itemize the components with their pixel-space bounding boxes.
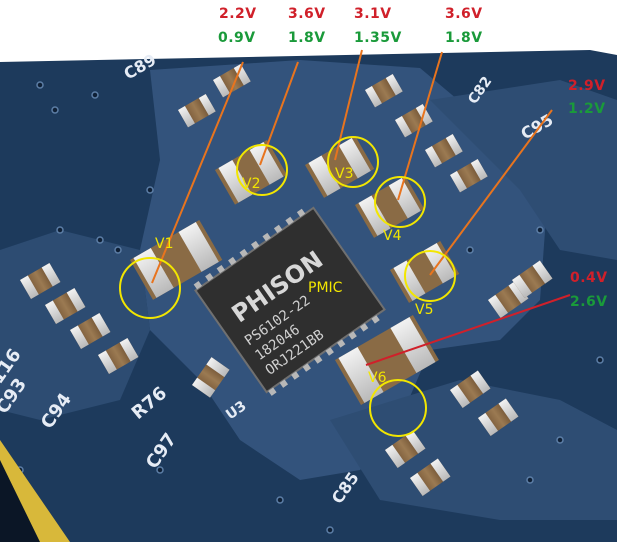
v2-measured-voltage: 3.6V	[288, 6, 326, 22]
v2-expected-voltage: 1.8V	[288, 30, 326, 46]
v1-expected-voltage: 0.9V	[218, 30, 256, 46]
inductor-v3	[305, 136, 375, 198]
v5-expected-voltage: 1.2V	[568, 101, 606, 117]
v5-measured-voltage: 2.9V	[568, 78, 606, 94]
marker-v2	[236, 144, 288, 196]
via-holes	[16, 81, 604, 534]
v3-expected-voltage: 1.35V	[354, 30, 402, 46]
rail-label-v5: V5	[415, 302, 433, 318]
inductor-v6	[335, 315, 439, 406]
pointer-line-v5	[429, 109, 553, 276]
rail-markers	[119, 136, 456, 437]
marker-v1	[119, 257, 181, 319]
pointer-line-v4	[397, 51, 443, 201]
rail-label-v2: V2	[242, 176, 260, 192]
marker-v4	[374, 176, 426, 228]
v4-expected-voltage: 1.8V	[445, 30, 483, 46]
pmic-label: PMIC	[308, 280, 343, 296]
rail-labels: V1 V2 V3 V4 V5 V6	[155, 166, 433, 386]
v6-expected-voltage: 2.6V	[570, 294, 608, 310]
pointer-line-v6	[365, 294, 571, 366]
rail-label-v6: V6	[368, 370, 387, 386]
pmic-chip: PHISON PS6102-22 182046 ORJ221BB	[193, 206, 386, 396]
pointer-line-v1	[151, 61, 244, 284]
rail-label-v1: V1	[155, 236, 173, 252]
marker-v5	[404, 250, 456, 302]
smd-capacitors	[20, 64, 553, 497]
marker-v6	[369, 379, 427, 437]
pointer-line-v2	[259, 61, 299, 166]
v6-measured-voltage: 0.4V	[570, 270, 608, 286]
v4-measured-voltage: 3.6V	[445, 6, 483, 22]
trace-area	[430, 80, 617, 260]
inductor-v4	[355, 176, 425, 238]
v1-measured-voltage: 2.2V	[219, 6, 257, 22]
trace-area	[330, 380, 617, 520]
rail-label-v4: V4	[383, 228, 402, 244]
inductor-v2	[215, 140, 287, 205]
marker-v3	[327, 136, 379, 188]
pointer-lines	[151, 49, 571, 366]
rail-label-v3: V3	[335, 166, 353, 182]
v3-measured-voltage: 3.1V	[354, 6, 392, 22]
